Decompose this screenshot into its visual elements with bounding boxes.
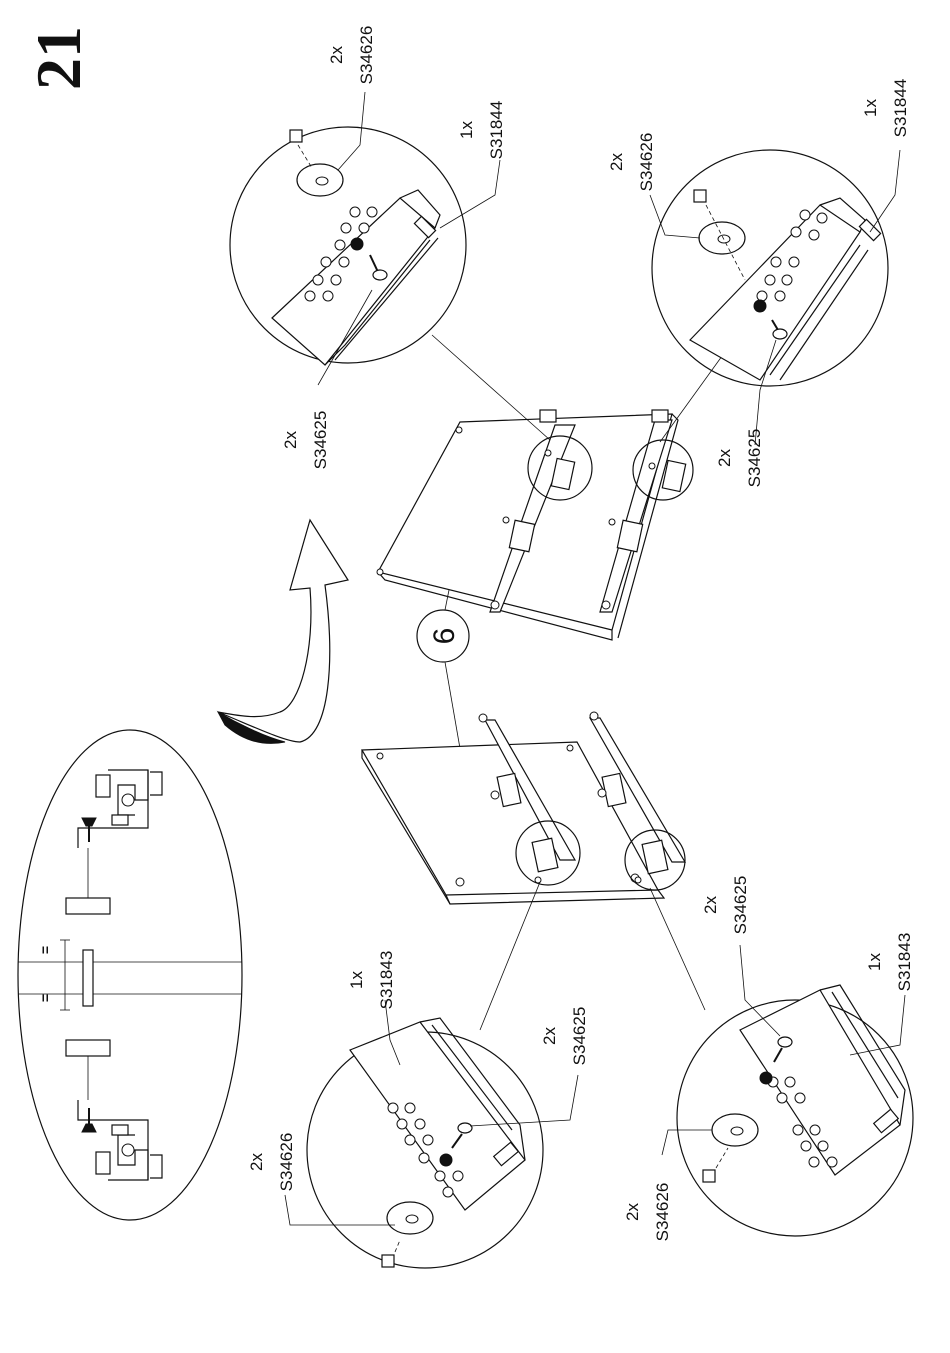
detail-circle-bottom-left xyxy=(285,1000,578,1268)
mount-hole xyxy=(760,1072,772,1084)
part-code-label: S31844 xyxy=(487,101,506,160)
screw-icon xyxy=(82,1124,96,1132)
part-code-label: S34626 xyxy=(357,26,376,85)
detail-circle-bottom-right xyxy=(662,945,913,1236)
mount-hole xyxy=(440,1154,452,1166)
qty-label: 2x xyxy=(701,896,720,914)
qty-label: 2x xyxy=(540,1027,559,1045)
plug-icon xyxy=(694,190,706,202)
part-code-label: S34625 xyxy=(731,876,750,935)
mount-hole xyxy=(351,238,363,250)
plug-icon xyxy=(382,1255,394,1267)
step-number: 21 xyxy=(23,26,94,90)
screw-icon xyxy=(82,818,96,826)
part-code-label: S34625 xyxy=(311,411,330,470)
part-code-label: S31844 xyxy=(891,79,910,138)
detail-circle-top-right xyxy=(650,150,900,445)
qty-label: 1x xyxy=(865,953,884,971)
qty-label: 2x xyxy=(247,1153,266,1171)
mount-hole xyxy=(754,300,766,312)
part-code-label: S31843 xyxy=(377,951,396,1010)
part-code-label: S34626 xyxy=(653,1183,672,1242)
panel-after-flip xyxy=(377,410,693,640)
qty-label: 2x xyxy=(281,431,300,449)
qty-label: 2x xyxy=(327,46,346,64)
flip-arrow-icon xyxy=(218,520,348,743)
part-code-label: S34625 xyxy=(570,1007,589,1066)
part-code-label: S31843 xyxy=(895,933,914,992)
panel-before-flip xyxy=(362,712,685,904)
plug-icon xyxy=(290,130,302,142)
spacer-icon xyxy=(66,1040,110,1056)
qty-label: 1x xyxy=(347,971,366,989)
qty-label: 1x xyxy=(457,121,476,139)
part-code-label: S34626 xyxy=(637,133,656,192)
qty-label: 1x xyxy=(861,99,880,117)
slide-profile-top xyxy=(78,770,162,848)
plug-icon xyxy=(703,1170,715,1182)
qty-label: 2x xyxy=(607,153,626,171)
step-number-text: 21 xyxy=(23,26,94,90)
part-code-label: S34625 xyxy=(745,429,764,488)
qty-label: 2x xyxy=(623,1203,642,1221)
spacing-detail-ellipse: = = xyxy=(18,730,242,1220)
part-code-label: S34626 xyxy=(277,1133,296,1192)
equal-mark-lower: = xyxy=(37,994,53,1002)
slide-profile-bottom xyxy=(78,1100,162,1180)
panel-number-text: 6 xyxy=(428,628,461,645)
qty-label: 2x xyxy=(715,449,734,467)
spacer-icon xyxy=(66,898,110,914)
equal-mark-upper: = xyxy=(37,946,53,954)
